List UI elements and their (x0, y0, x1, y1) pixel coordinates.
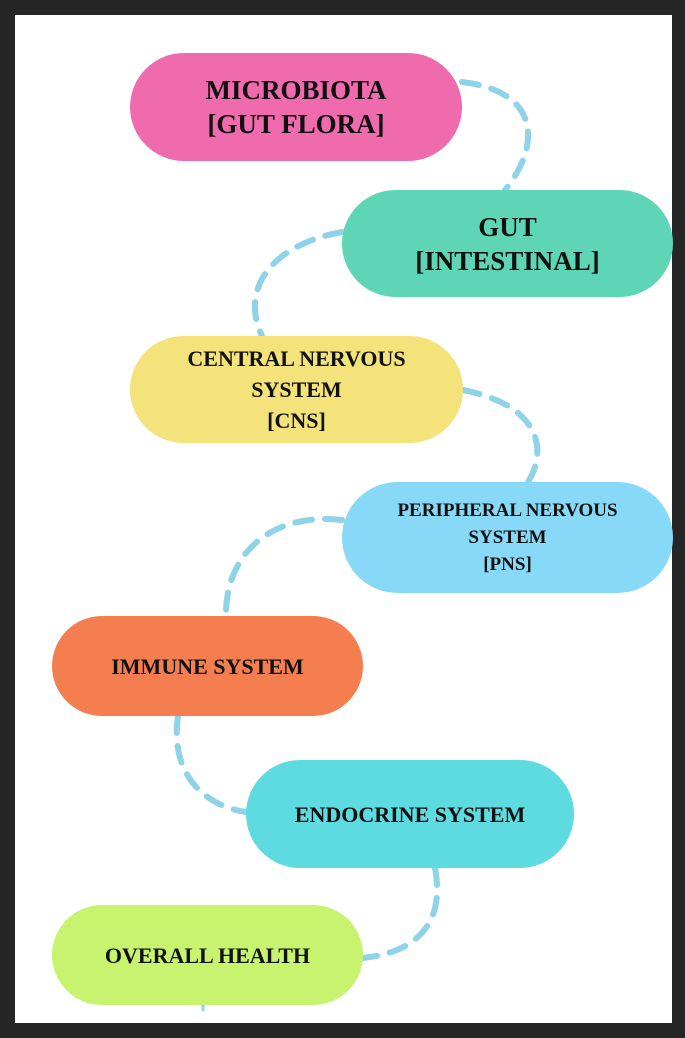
connector-pns-immune (222, 516, 345, 619)
connector-group (173, 79, 541, 961)
node-pns-line-1: PERIPHERAL NERVOUS (397, 500, 618, 521)
node-endocrine: ENDOCRINE SYSTEM (246, 760, 574, 868)
node-overall: OVERALL HEALTH (52, 905, 363, 1005)
node-immune: IMMUNE SYSTEM (52, 616, 363, 716)
node-microbiota-line-1: MICROBIOTA (205, 75, 387, 105)
connector-endocrine-overall (360, 865, 441, 961)
node-gut-line-1: GUT (478, 211, 537, 242)
node-pns: PERIPHERAL NERVOUS SYSTEM [PNS] (342, 482, 673, 593)
connector-microbiota-gut (459, 79, 532, 193)
node-immune-line-1: IMMUNE SYSTEM (111, 653, 304, 679)
node-cns-line-3: [CNS] (267, 408, 326, 433)
node-overall-line-1: OVERALL HEALTH (104, 942, 311, 968)
node-microbiota-line-2: [GUT FLORA] (207, 109, 385, 139)
node-cns-line-1: CENTRAL NERVOUS (187, 346, 406, 371)
node-endocrine-line-1: ENDOCRINE SYSTEM (294, 801, 526, 827)
connector-cns-pns (460, 387, 541, 485)
node-pns-line-2: SYSTEM (468, 527, 547, 548)
node-gut: GUT [INTESTINAL] (342, 190, 673, 297)
node-cns: CENTRAL NERVOUS SYSTEM [CNS] (130, 336, 463, 443)
node-cns-line-2: SYSTEM (251, 377, 342, 402)
node-gut-line-2: [INTESTINAL] (415, 245, 600, 276)
node-pns-line-3: [PNS] (483, 554, 532, 575)
connector-gut-cns (251, 229, 345, 339)
connector-immune-endocrine (173, 713, 249, 815)
node-microbiota: MICROBIOTA [GUT FLORA] (130, 53, 462, 161)
